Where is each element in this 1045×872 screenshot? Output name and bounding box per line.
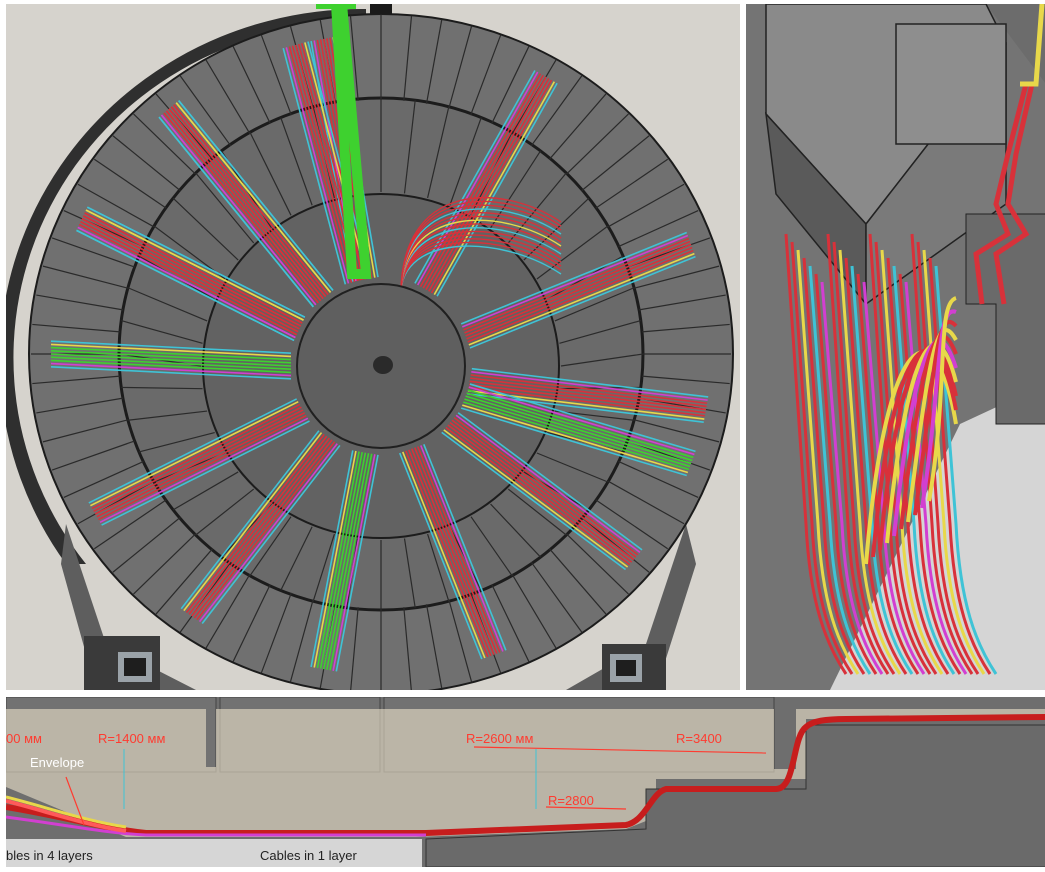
label-r3400: R=3400 bbox=[676, 731, 722, 746]
label-r-cut: 00 мм bbox=[6, 731, 42, 746]
disk-drawing bbox=[6, 4, 734, 690]
central-hub-icon bbox=[373, 356, 393, 374]
cable-path-magenta bbox=[6, 815, 426, 837]
support-foot-icon bbox=[84, 636, 160, 690]
detail-cable-stack bbox=[784, 4, 1045, 675]
support-foot-icon bbox=[602, 644, 666, 690]
label-r1400: R=1400 мм bbox=[98, 731, 165, 746]
label-cables-4: bles in 4 layers bbox=[6, 848, 93, 863]
r3400-arrow bbox=[473, 746, 767, 754]
envelope-area bbox=[6, 709, 1045, 837]
section-drawing: 00 мм R=1400 мм R=2600 мм R=3400 R=2800 … bbox=[6, 697, 1045, 867]
section-panel: 00 мм R=1400 мм R=2600 мм R=3400 R=2800 … bbox=[6, 697, 1045, 867]
cable-path-yellow bbox=[6, 795, 127, 829]
detail-panel bbox=[746, 4, 1045, 690]
label-r2600mm: R=2600 мм bbox=[466, 731, 533, 746]
cable-path-red-2 bbox=[6, 799, 127, 833]
lower-step-block bbox=[425, 724, 1045, 867]
envelope-arrow bbox=[65, 776, 85, 826]
disk-panel bbox=[6, 4, 740, 690]
top-bracket bbox=[370, 4, 392, 14]
outer-rim bbox=[6, 8, 366, 564]
label-r2800: R=2800 bbox=[548, 793, 594, 808]
inner-box bbox=[895, 23, 1007, 145]
r2800-arrow bbox=[545, 806, 627, 810]
step-block bbox=[965, 213, 1045, 425]
detail-drawing bbox=[746, 4, 1045, 690]
label-envelope: Envelope bbox=[30, 755, 84, 770]
label-cables-1: Cables in 1 layer bbox=[260, 848, 357, 863]
top-cable-duct bbox=[316, 4, 372, 279]
floor-strip bbox=[6, 839, 422, 867]
